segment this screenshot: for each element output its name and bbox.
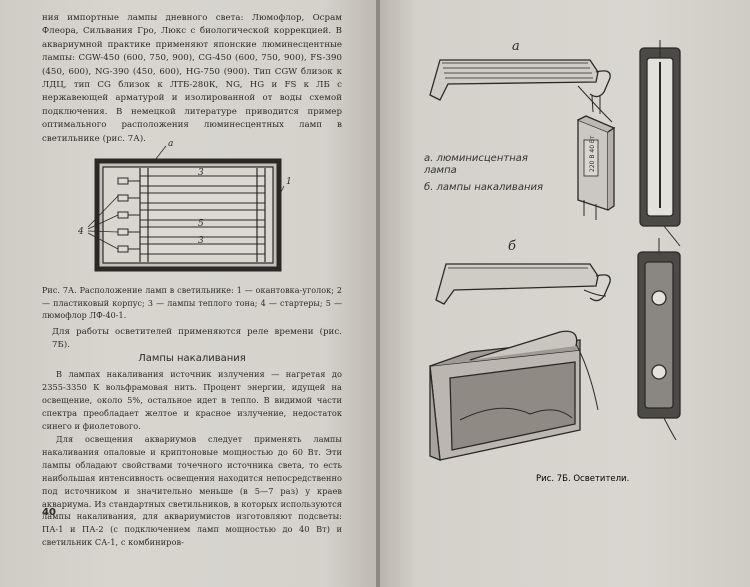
relay-text: Для работы осветителей применяются реле …: [52, 327, 342, 351]
paragraph-incandescent: В лампах накаливания источник излучения …: [42, 369, 342, 431]
figure-7a-lamp-layout: а 1 3 5 3 4: [77, 139, 292, 272]
label-1: 1: [286, 177, 292, 187]
paragraph-imported-lamps: ния импортные лампы дневного света: Люмо…: [42, 13, 342, 144]
figure-7b-caption: Рис. 7Б. Осветители.: [536, 474, 630, 484]
fixture-label-b: б: [508, 239, 516, 254]
legend-fluorescent: а. люминисцентная лампа: [424, 153, 528, 176]
paragraph-aquarium-lighting: Для освещения аквариумов следует применя…: [42, 434, 342, 548]
section-heading: Лампы накаливания: [138, 353, 246, 364]
figure-7a-caption: Рис. 7А. Расположение ламп в светильнике…: [42, 286, 342, 321]
label-3-top: 3: [198, 168, 204, 178]
label-3-bottom: 3: [198, 236, 204, 246]
tall-fluorescent-fixture: [639, 40, 681, 247]
aquarium-illustration: [429, 330, 599, 462]
page-number: 40: [42, 507, 56, 518]
ballast-box: [577, 95, 616, 220]
starters: [117, 177, 140, 253]
incandescent-hood: [435, 263, 611, 305]
relay-marking: 220 В 40 Вт: [589, 135, 596, 172]
fluorescent-hood: [429, 59, 613, 123]
fixture-label-a: а: [512, 39, 520, 54]
tall-incandescent-fixture: [637, 238, 681, 441]
left-page: ния импортные лампы дневного света: Люмо…: [0, 0, 378, 587]
book-gutter: [376, 0, 382, 587]
label-5: 5: [198, 219, 204, 229]
legend-incandescent: б. лампы накаливания: [424, 182, 543, 193]
label-a: а: [168, 139, 173, 149]
label-4: 4: [77, 227, 84, 237]
